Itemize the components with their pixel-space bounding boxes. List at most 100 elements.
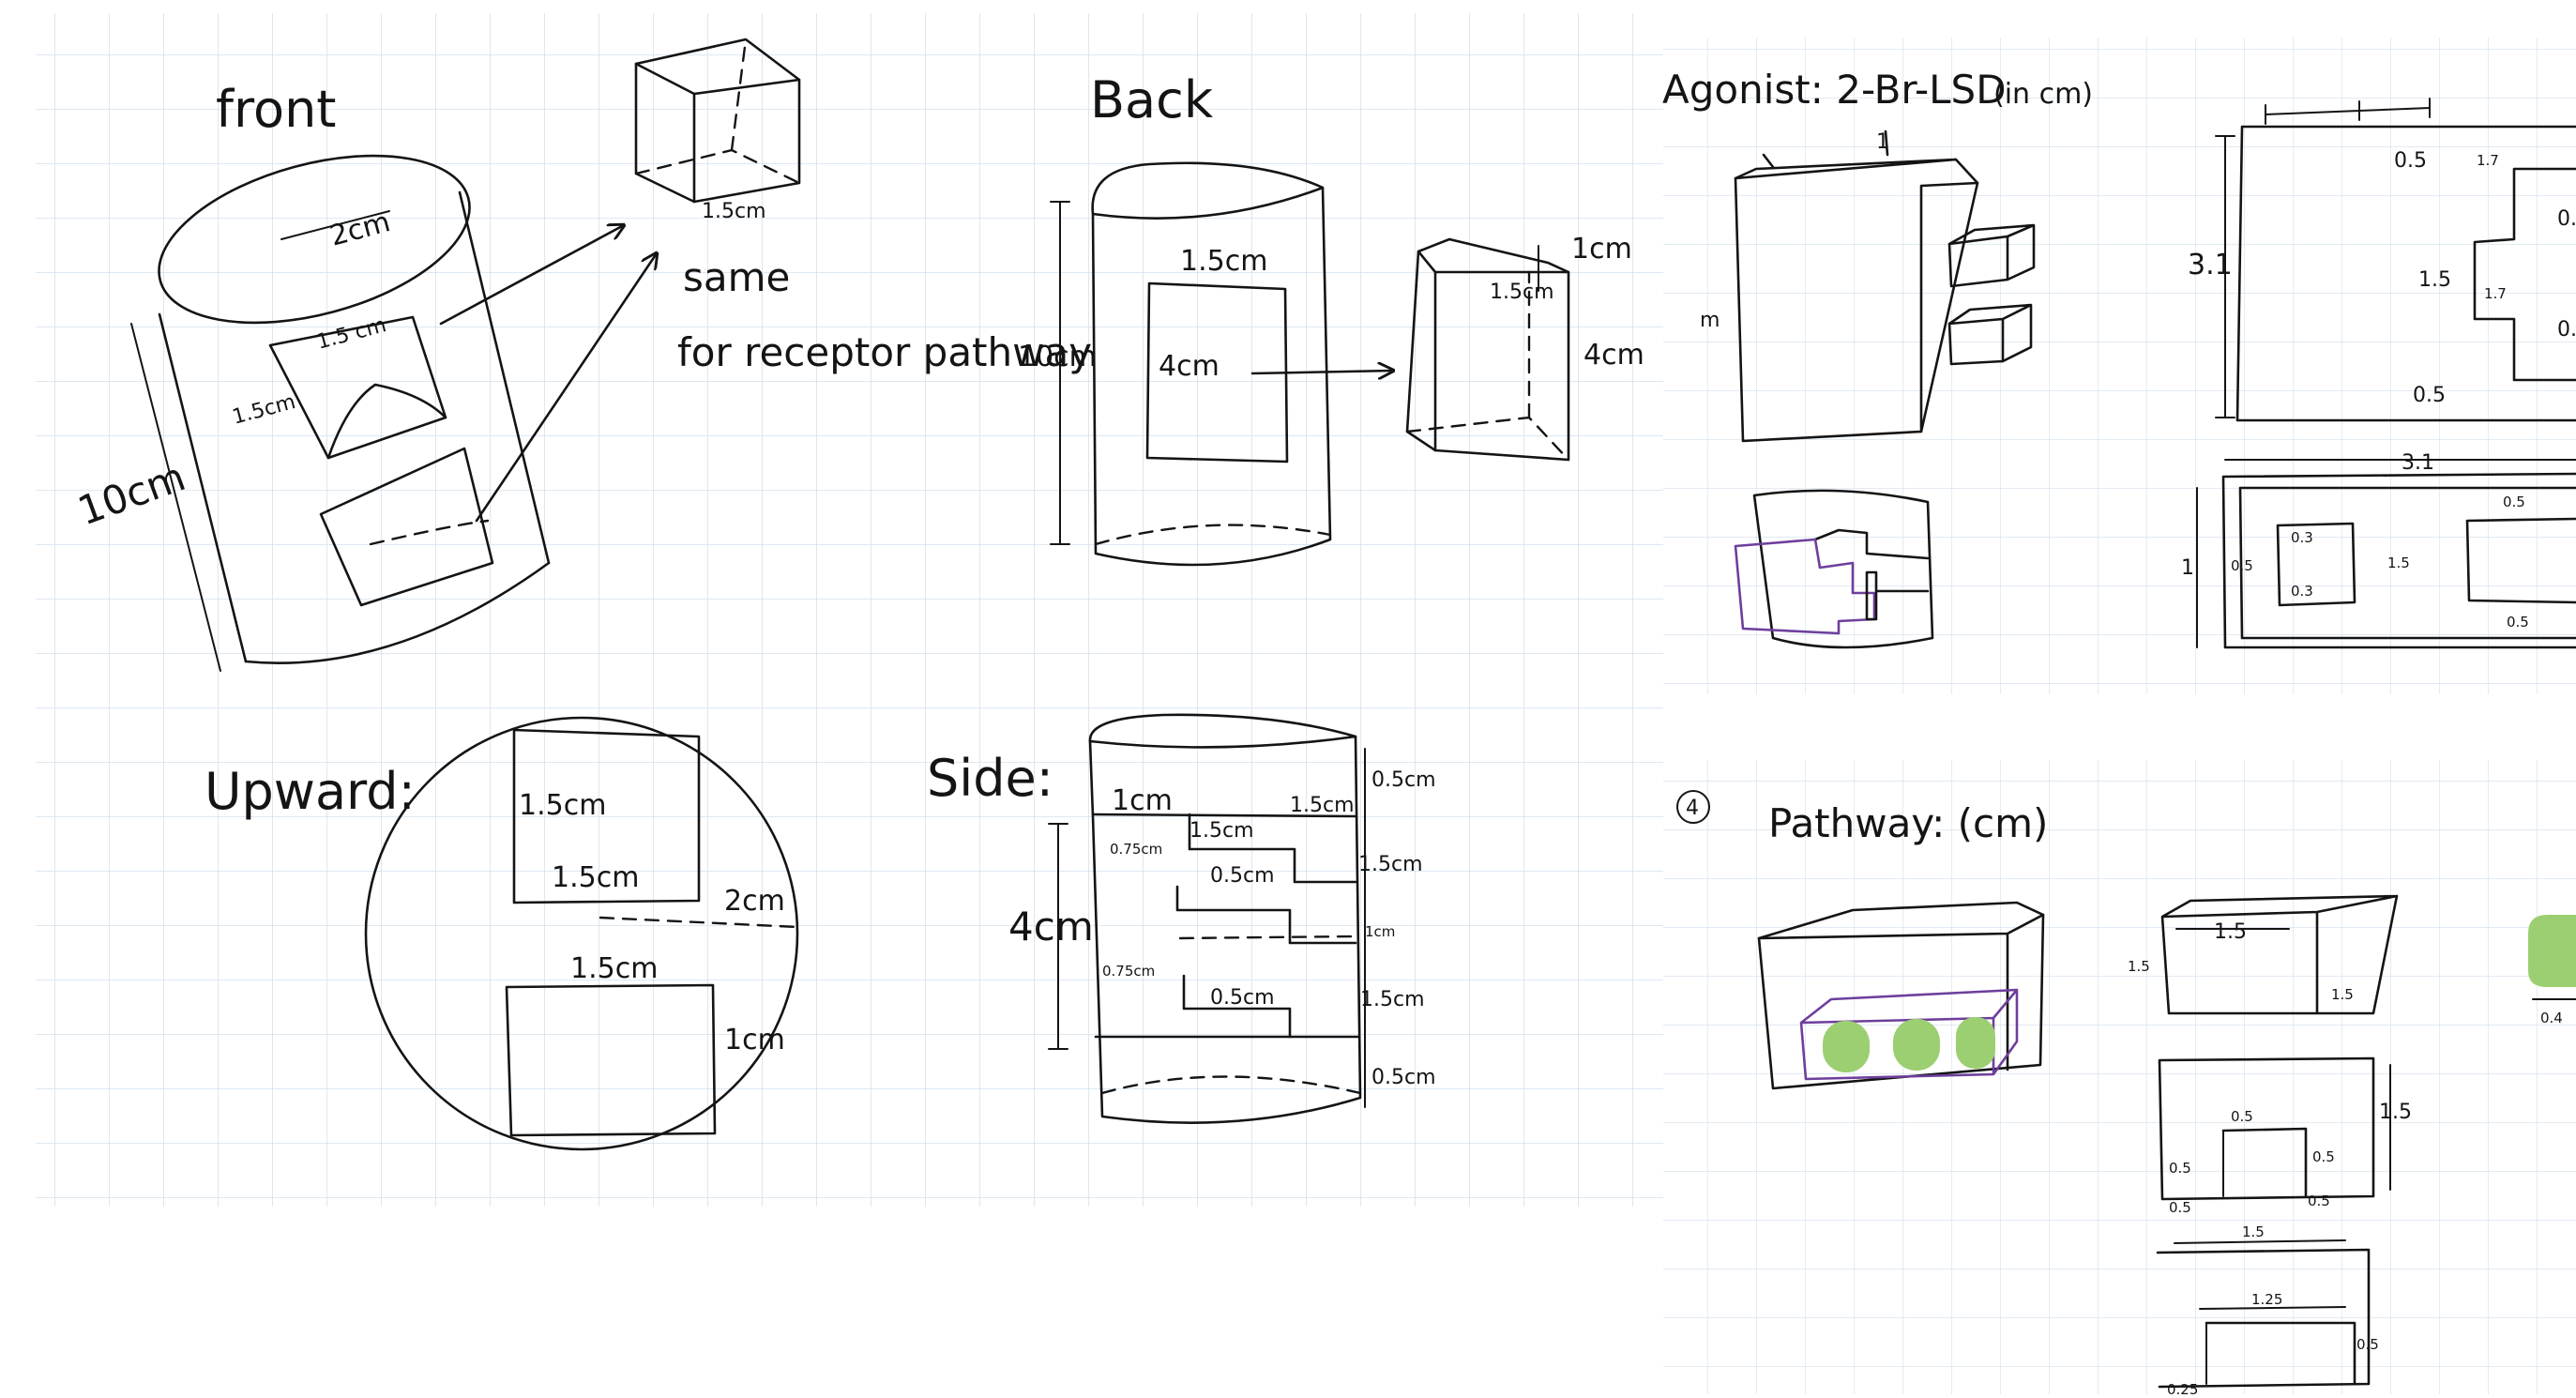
front-arrow-upper xyxy=(439,225,624,326)
agonist-bottom-height-label: 1 xyxy=(2181,556,2194,580)
left-sheet-grid xyxy=(36,13,1663,1207)
front-note-line2: for receptor pathway xyxy=(677,329,1092,375)
agonist-bottom-slot-right xyxy=(2465,517,2576,604)
upward-square-top xyxy=(512,728,701,904)
back-cylinder-outline xyxy=(1091,161,1332,567)
back-box-hidden-edges xyxy=(1405,270,1570,462)
agonist-assembly-slot xyxy=(1865,570,1930,621)
agonist-plan-top-dims xyxy=(2265,98,2431,125)
pathway-bottom-plan-slot xyxy=(2205,1321,2356,1386)
side-center-line xyxy=(1178,935,1357,940)
front-cube-edges xyxy=(634,62,801,204)
agonist-bottom-e-label: 0.5 xyxy=(2503,494,2525,510)
front-height-dim-line xyxy=(130,323,221,672)
pathway-front-left-label: 0.5 xyxy=(2169,1160,2191,1177)
right-bottom-sheet-grid xyxy=(1663,760,2576,1394)
agonist-block-edges xyxy=(1734,158,1979,433)
pathway-cube xyxy=(2160,894,2399,1015)
pathway-bottom-plan xyxy=(2156,1248,2371,1389)
pathway-front-height-label: 1.5 xyxy=(2379,1101,2412,1124)
front-cylinder-left-edge xyxy=(158,312,248,663)
agonist-plan-d-label: 1.7 xyxy=(2484,285,2507,302)
front-cube-dim-label: 1.5cm xyxy=(702,200,766,223)
pathway-bottom-right-label: 0.5 xyxy=(2356,1336,2379,1353)
pathway-edge-label: 0.4 xyxy=(2540,1010,2563,1026)
agonist-plan-edge2-label: 0. xyxy=(2557,318,2576,342)
side-step-b-label: 0.5cm xyxy=(1210,986,1275,1010)
front-view: front 10cm 2cm 1.5 cm 1.5cm 1.5cm same f… xyxy=(72,38,1092,672)
upward-sq2-h-label: 1cm xyxy=(724,1024,785,1056)
back-window-width-label: 1.5cm xyxy=(1180,245,1267,278)
agonist-assembly-notch xyxy=(1813,528,1930,560)
back-box-height-label: 4cm xyxy=(1583,339,1644,372)
agonist-plan-c-label: 1.5 xyxy=(2418,268,2451,292)
front-cylinder-hidden-edge xyxy=(369,519,490,546)
agonist-side-mark: m xyxy=(1700,309,1720,332)
side-top-mid-label: 1.5cm xyxy=(1190,819,1254,843)
side-step-upper xyxy=(1188,813,1357,884)
pathway-green-molecule-3 xyxy=(1956,1017,1995,1069)
agonist-bottom-f-label: 0.5 xyxy=(2507,614,2529,631)
front-note-line1: same xyxy=(683,254,790,300)
front-window-lower xyxy=(319,447,494,607)
pathway-front-bottom-l-label: 0.5 xyxy=(2169,1199,2191,1216)
side-right-label-4: 1.5cm xyxy=(1360,988,1425,1011)
agonist-assembly-body xyxy=(1752,489,1934,649)
pathway-cube-depth-label: 1.5 xyxy=(2331,986,2354,1003)
pathway-bottom-inner-label: 1.25 xyxy=(2251,1291,2282,1308)
front-title: front xyxy=(216,80,336,139)
front-cylinder-top xyxy=(158,154,471,325)
back-cylinder-top-front xyxy=(1091,186,1325,220)
agonist-plan-height-label: 3.1 xyxy=(2188,249,2233,281)
upward-radius-label: 2cm xyxy=(724,885,785,918)
side-view: Side: 4cm 1cm 1.5cm 1.5cm 0.75cm 0.75cm … xyxy=(927,713,1436,1124)
front-top-dim-line xyxy=(280,210,390,240)
back-height-label: 10cm xyxy=(1018,341,1097,373)
side-top-right-label: 1.5cm xyxy=(1290,794,1355,817)
side-right-label-1: 0.5cm xyxy=(1371,768,1436,792)
agonist-block-ticks xyxy=(1762,129,1889,169)
side-left-a-label: 0.75cm xyxy=(1110,841,1162,858)
side-right-label-2: 1.5cm xyxy=(1358,853,1423,876)
upward-radius-line xyxy=(599,916,799,929)
back-view: Back 10cm 1.5cm 4cm 1.5cm 1cm 4cm xyxy=(1018,70,1644,567)
side-cylinder-top xyxy=(1088,735,1357,749)
agonist-nub-lower xyxy=(1947,303,2033,366)
back-box-edges xyxy=(1417,250,1570,452)
front-window-arch xyxy=(326,383,447,460)
pathway-front-inner-label: 0.5 xyxy=(2231,1108,2253,1125)
agonist-bottom-outline xyxy=(2221,472,2576,649)
agonist-title: Agonist: 2-Br-LSD xyxy=(1662,67,2007,113)
agonist-bottom-b-label: 0.5 xyxy=(2231,557,2253,574)
side-cylinder-hidden-base xyxy=(1100,1075,1362,1095)
side-right-label-3: 1cm xyxy=(1365,923,1395,940)
agonist-bottom-slot-left xyxy=(2276,522,2356,607)
back-arrow xyxy=(1250,371,1393,373)
agonist-nub-upper xyxy=(1947,223,2036,288)
pathway-number: 4 xyxy=(1686,797,1699,820)
side-title: Side: xyxy=(927,749,1053,808)
pathway-front-right-label: 0.5 xyxy=(2312,1148,2335,1165)
agonist-plan-b-label: 1.7 xyxy=(2477,152,2499,169)
back-box-outline xyxy=(1405,237,1570,462)
side-height-dim-line xyxy=(1048,823,1068,1050)
pathway-green-blob-edge xyxy=(2528,915,2576,987)
pathway-bottom-width-dim xyxy=(2174,1239,2346,1244)
side-section-lines xyxy=(1091,813,1360,1039)
front-cylinder-bottom xyxy=(244,561,551,664)
back-window xyxy=(1145,281,1289,463)
upward-sq1-w-label: 1.5cm xyxy=(552,861,639,894)
agonist-bottom-width-label: 3.1 xyxy=(2402,451,2434,475)
back-cylinder-hidden-base xyxy=(1094,524,1332,546)
agonist-section: Agonist: 2-Br-LSD (in cm) 1 m 3.1 0.5 1.… xyxy=(1662,67,2576,649)
agonist-plan-e-label: 0.5 xyxy=(2413,384,2446,407)
pathway-bottom-width-label: 1.5 xyxy=(2242,1223,2265,1240)
back-title: Back xyxy=(1090,70,1214,129)
pathway-cube-height-label: 1.5 xyxy=(2128,958,2150,975)
back-box-width-label: 1cm xyxy=(1571,233,1632,266)
agonist-plan-a-label: 0.5 xyxy=(2394,149,2427,173)
pathway-green-molecule-2 xyxy=(1893,1019,1940,1071)
upward-sq1-h-label: 1.5cm xyxy=(519,789,606,822)
side-step-lower xyxy=(1182,974,1292,1039)
